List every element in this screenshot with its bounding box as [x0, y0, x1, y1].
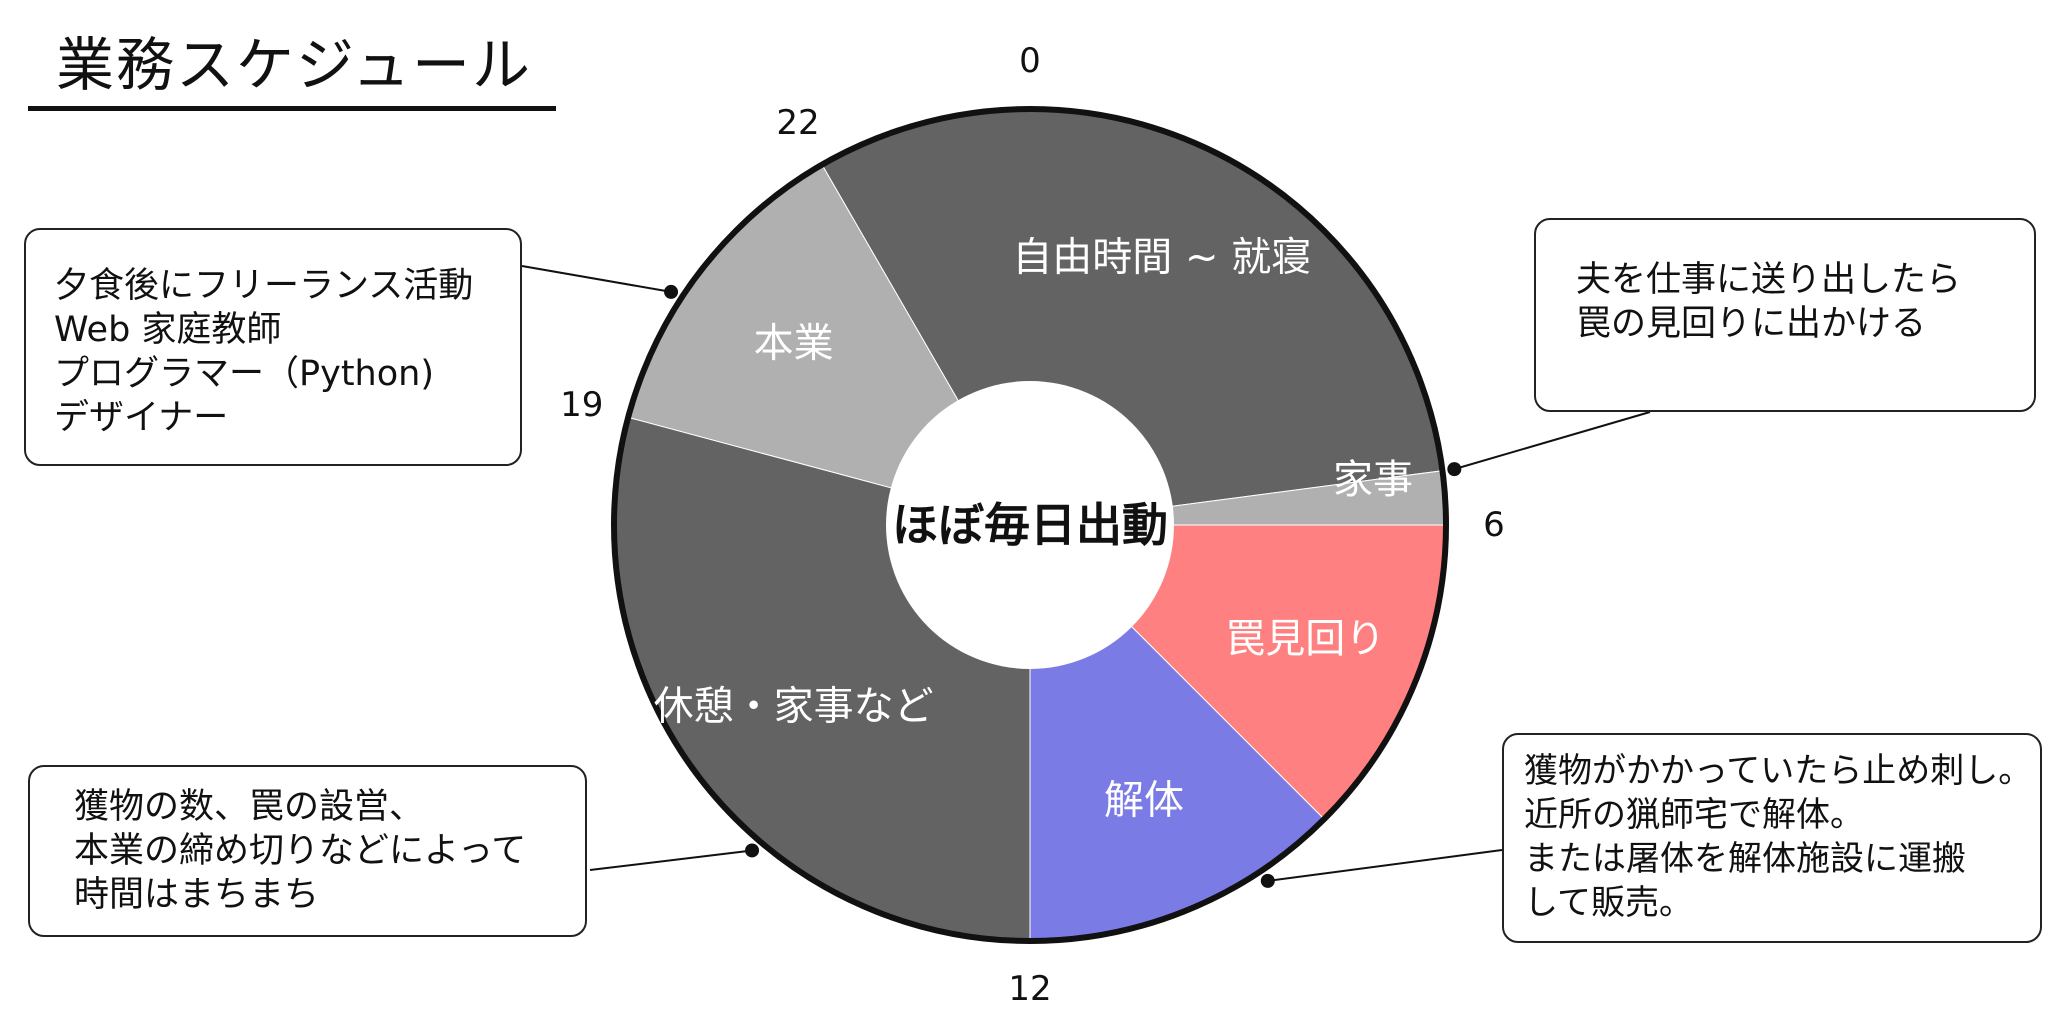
leader-trap-line: [1454, 411, 1651, 471]
donut-outer-ring: [611, 106, 1449, 944]
note-line: デザイナー: [54, 398, 229, 438]
note-freelance: 夕食後にフリーランス活動 Web 家庭教師 プログラマー（Python) デザイ…: [24, 228, 522, 466]
leader-butcher-dot: [1260, 873, 1275, 888]
leader-freelance-dot: [664, 284, 679, 299]
page-title: 業務スケジュール: [56, 31, 532, 99]
note-line: して販売。: [1524, 883, 1693, 923]
slice-label-3: 解体: [1104, 777, 1184, 823]
note-line: 夫を仕事に送り出したら: [1576, 260, 1962, 300]
note-line: または屠体を解体施設に運搬: [1524, 839, 1966, 879]
leader-trap-dot: [1447, 462, 1462, 477]
center-label: ほぼ毎日出動: [892, 498, 1168, 552]
donut-center-hole: [886, 381, 1174, 669]
slice-label-5: 本業: [754, 321, 834, 367]
note-line: 近所の猟師宅で解体。: [1524, 795, 1864, 835]
note-line: Web 家庭教師: [54, 310, 282, 350]
note-line: 夕食後にフリーランス活動: [54, 266, 474, 306]
note-hunt-timing: 獲物の数、罠の設営、 本業の締め切りなどによって 時間はまちまち: [28, 765, 587, 937]
hour-label-19: 19: [560, 385, 603, 425]
note-line: 獲物の数、罠の設営、: [74, 787, 425, 827]
leader-hunt-dot: [745, 843, 760, 858]
note-line: 罠の見回りに出かける: [1576, 304, 1927, 344]
slice-label-1: 家事: [1333, 457, 1413, 503]
note-line: 獲物がかかっていたら止め刺し。: [1524, 751, 2033, 791]
leader-hunt-line: [589, 849, 753, 871]
note-line: プログラマー（Python): [54, 354, 434, 394]
note-trap-patrol: 夫を仕事に送り出したら 罠の見回りに出かける: [1534, 218, 2036, 412]
slice-label-2: 罠見回り: [1225, 616, 1385, 662]
note-butchering: 獲物がかかっていたら止め刺し。 近所の猟師宅で解体。 または屠体を解体施設に運搬…: [1502, 733, 2042, 943]
note-line: 本業の締め切りなどによって: [74, 831, 527, 871]
hour-label-12: 12: [1008, 969, 1051, 1009]
hour-label-6: 6: [1483, 505, 1505, 545]
callout-leaders: [521, 265, 1651, 888]
leader-freelance-line: [521, 265, 672, 293]
hour-label-22: 22: [776, 103, 819, 143]
note-line: 時間はまちまち: [74, 875, 320, 915]
hour-label-0: 0: [1019, 41, 1041, 81]
slice-label-4: 休憩・家事など: [654, 683, 934, 729]
title-underline: [28, 106, 556, 111]
slice-label-0: 自由時間 ~ 就寝: [1012, 235, 1311, 281]
leader-butcher-line: [1267, 849, 1503, 882]
hour-labels: 0 6 12 19 22: [560, 41, 1505, 1009]
